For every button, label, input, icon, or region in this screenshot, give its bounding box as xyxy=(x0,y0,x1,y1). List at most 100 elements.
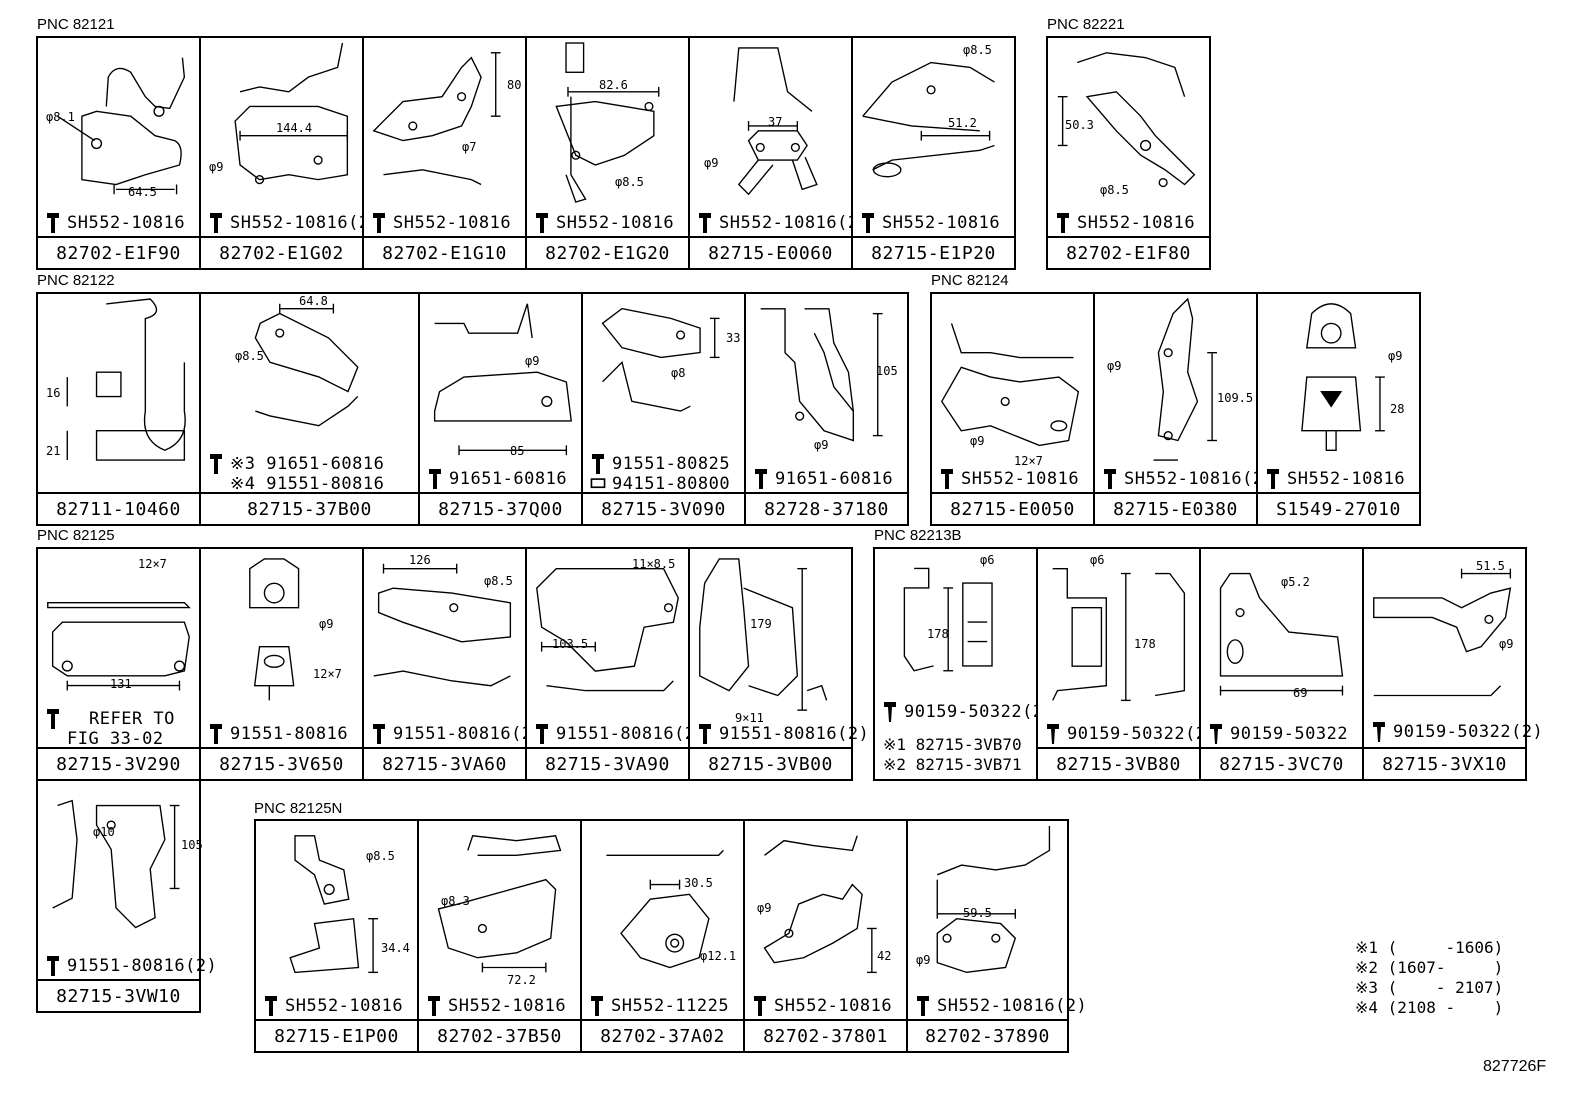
dimension-label: 37 xyxy=(768,115,783,129)
dimension-label: φ6 xyxy=(1090,553,1105,567)
part-number[interactable]: 82702-37890 xyxy=(908,1019,1067,1051)
part-number[interactable]: 82702-E1G10 xyxy=(364,236,525,268)
dimension-label: 131 xyxy=(110,677,132,691)
variant-part-2[interactable]: ※2 82715-3VB71 xyxy=(883,755,1022,774)
part-number[interactable]: 82715-3VB80 xyxy=(1038,747,1199,779)
part-number[interactable]: 82715-3VC70 xyxy=(1201,747,1362,779)
part-number[interactable]: 82715-3VW10 xyxy=(38,979,199,1011)
part-cell-c12[interactable]: 105 φ9 91651-60816 82728-37180 xyxy=(744,292,909,526)
part-number[interactable]: 82715-3V290 xyxy=(38,747,199,779)
part-number[interactable]: 82702-E1F90 xyxy=(38,236,199,268)
nut-icon xyxy=(590,478,606,489)
part-cell-c7[interactable]: 50.3 φ8.5 SH552-10816 82702-E1F80 xyxy=(1046,36,1211,270)
part-number[interactable]: 82715-3V650 xyxy=(201,747,362,779)
part-cell-c20[interactable]: 179 9×11 91551-80816(2) 82715-3VB00 xyxy=(688,547,869,781)
part-cell-c16[interactable]: 12×7 131 REFER TO FIG 33-02 82715-3V290 xyxy=(36,547,201,781)
bolt-part-number: SH552-10816(2) xyxy=(937,996,1088,1016)
pnc-label-82221: PNC 82221 xyxy=(1047,16,1125,33)
bolt-icon xyxy=(536,213,548,233)
part-cell-c29[interactable]: φ9 42 SH552-10816 82702-37801 xyxy=(743,819,908,1053)
bolt-part-number: 91551-80825 xyxy=(612,454,731,474)
part-cell-c19[interactable]: 11×8.5 103.5 91551-80816(2) 82715-3VA90 xyxy=(525,547,706,781)
bolt-callout: SH552-10816(2) xyxy=(1099,468,1274,490)
bracket-drawing: φ6 178 xyxy=(875,549,1036,699)
part-cell-c23[interactable]: φ5.2 69 90159-50322 82715-3VC70 xyxy=(1199,547,1364,781)
bolt-part-number: 91551-80816(2) xyxy=(719,724,870,744)
part-cell-c27[interactable]: φ8.3 72.2 SH552-10816 82702-37B50 xyxy=(417,819,582,1053)
bolt-callout: 91651-60816 xyxy=(750,468,893,490)
dimension-label: 42 xyxy=(877,949,892,963)
part-number[interactable]: 82715-E1P20 xyxy=(853,236,1014,268)
bolt-icon xyxy=(1104,469,1116,489)
bolt-icon xyxy=(754,996,766,1016)
part-cell-c4[interactable]: 82.6 φ8.5 SH552-10816 82702-E1G20 xyxy=(525,36,690,270)
dimension-label: 179 xyxy=(750,617,772,631)
part-cell-c24[interactable]: 51.5 φ9 90159-50322(2) 82715-3VX10 xyxy=(1362,547,1543,781)
dimension-label: 28 xyxy=(1390,402,1405,416)
part-cell-c9[interactable]: 64.8 φ8.5 ※3 91651-60816 ※4 91551-80816 … xyxy=(199,292,420,526)
part-number[interactable]: 82715-3V090 xyxy=(583,492,744,524)
bolt-callout: SH552-10816 xyxy=(42,212,185,234)
bolt-icon xyxy=(429,469,441,489)
part-number[interactable]: 82715-3VA60 xyxy=(364,747,525,779)
part-cell-c6[interactable]: φ8.5 51.2 SH552-10816 82715-E1P20 xyxy=(851,36,1016,270)
bolt-icon xyxy=(917,996,929,1016)
part-number[interactable]: 82702-E1G20 xyxy=(527,236,688,268)
part-cell-c11[interactable]: 33 φ8 91551-80825 94151-80800 82715-3V09… xyxy=(581,292,746,526)
part-cell-c26[interactable]: φ8.5 34.4 SH552-10816 82715-E1P00 xyxy=(254,819,419,1053)
part-cell-c22[interactable]: φ6 178 90159-50322(2) 82715-3VB80 xyxy=(1036,547,1217,781)
part-cell-c21[interactable]: φ6 178 90159-50322(2) ※1 82715-3VB70 ※2 … xyxy=(873,547,1054,781)
bolt-icon xyxy=(536,724,548,744)
bolt-part-number: 91551-80816(2) xyxy=(556,724,707,744)
part-cell-c17[interactable]: φ9 12×7 91551-80816 82715-3V650 xyxy=(199,547,364,781)
part-cell-c10[interactable]: φ9 85 91651-60816 82715-37Q00 xyxy=(418,292,583,526)
part-number[interactable]: 82715-E0380 xyxy=(1095,492,1256,524)
part-number[interactable]: 82711-10460 xyxy=(38,492,199,524)
part-number[interactable]: 82715-E1P00 xyxy=(256,1019,417,1051)
part-cell-c15[interactable]: φ9 28 SH552-10816 S1549-27010 xyxy=(1256,292,1421,526)
part-cell-c8[interactable]: 16 21 82711-10460 xyxy=(36,292,201,526)
bolt-part-number: SH552-10816(2) xyxy=(1124,469,1275,489)
variant-part-1[interactable]: ※1 82715-3VB70 xyxy=(883,735,1022,754)
part-number[interactable]: 82715-3VA90 xyxy=(527,747,688,779)
dimension-label: φ8.5 xyxy=(235,349,264,363)
dimension-label: 21 xyxy=(46,444,61,458)
refer-text: REFER TO xyxy=(89,709,175,729)
part-number[interactable]: 82715-3VX10 xyxy=(1364,747,1525,779)
bolt-icon xyxy=(265,996,277,1016)
part-number[interactable]: 82702-37801 xyxy=(745,1019,906,1051)
dimension-label: φ8.3 xyxy=(441,894,470,908)
bolt-part-number: SH552-10816 xyxy=(285,996,404,1016)
part-number[interactable]: 82728-37180 xyxy=(746,492,907,524)
part-number[interactable]: 82715-E0050 xyxy=(932,492,1093,524)
part-number[interactable]: 82702-37A02 xyxy=(582,1019,743,1051)
part-cell-c1[interactable]: φ8.1 64.5 SH552-10816 82702-E1F90 xyxy=(36,36,201,270)
part-number[interactable]: 82702-37B50 xyxy=(419,1019,580,1051)
part-number[interactable]: 82702-E1F80 xyxy=(1048,236,1209,268)
bracket-drawing: φ10 105 xyxy=(38,781,203,953)
part-cell-c3[interactable]: 80 φ7 SH552-10816 82702-E1G10 xyxy=(362,36,527,270)
part-cell-c18[interactable]: 126 φ8.5 91551-80816(2) 82715-3VA60 xyxy=(362,547,543,781)
bracket-drawing: 30.5 φ12.1 xyxy=(582,821,743,993)
part-cell-c2[interactable]: 144.4 φ9 SH552-10816(2) 82702-E1G02 xyxy=(199,36,380,270)
part-cell-c13[interactable]: φ9 12×7 SH552-10816 82715-E0050 xyxy=(930,292,1095,526)
dimension-label: φ10 xyxy=(93,825,115,839)
bolt-callout: SH552-10816 xyxy=(857,212,1000,234)
part-cell-c30[interactable]: 59.5 φ9 SH552-10816(2) 82702-37890 xyxy=(906,819,1087,1053)
part-number[interactable]: 82702-E1G02 xyxy=(201,236,362,268)
part-number[interactable]: 82715-3VB00 xyxy=(690,747,851,779)
part-number[interactable]: S1549-27010 xyxy=(1258,492,1419,524)
part-cell-c14[interactable]: φ9 109.5 SH552-10816(2) 82715-E0380 xyxy=(1093,292,1274,526)
part-cell-c5[interactable]: 37 φ9 SH552-10816(2) 82715-E0060 xyxy=(688,36,869,270)
part-number[interactable]: 82715-37Q00 xyxy=(420,492,581,524)
dimension-label: 103.5 xyxy=(552,637,589,651)
part-number[interactable]: 82715-37B00 xyxy=(201,492,418,524)
bolt-part-number: 91551-80816(2) xyxy=(67,956,218,976)
bracket-drawing: φ5.2 69 xyxy=(1201,549,1362,721)
part-number[interactable]: 82715-E0060 xyxy=(690,236,851,268)
part-cell-c28[interactable]: 30.5 φ12.1 SH552-11225 82702-37A02 xyxy=(580,819,745,1053)
bolt-part-number: 90159-50322 xyxy=(1230,724,1349,744)
part-cell-c25[interactable]: φ10 105 91551-80816(2) 82715-3VW10 xyxy=(36,779,217,1013)
refer-figure-link[interactable]: FIG 33-02 xyxy=(67,729,164,749)
bracket-drawing: φ8.5 51.2 xyxy=(853,38,1014,210)
